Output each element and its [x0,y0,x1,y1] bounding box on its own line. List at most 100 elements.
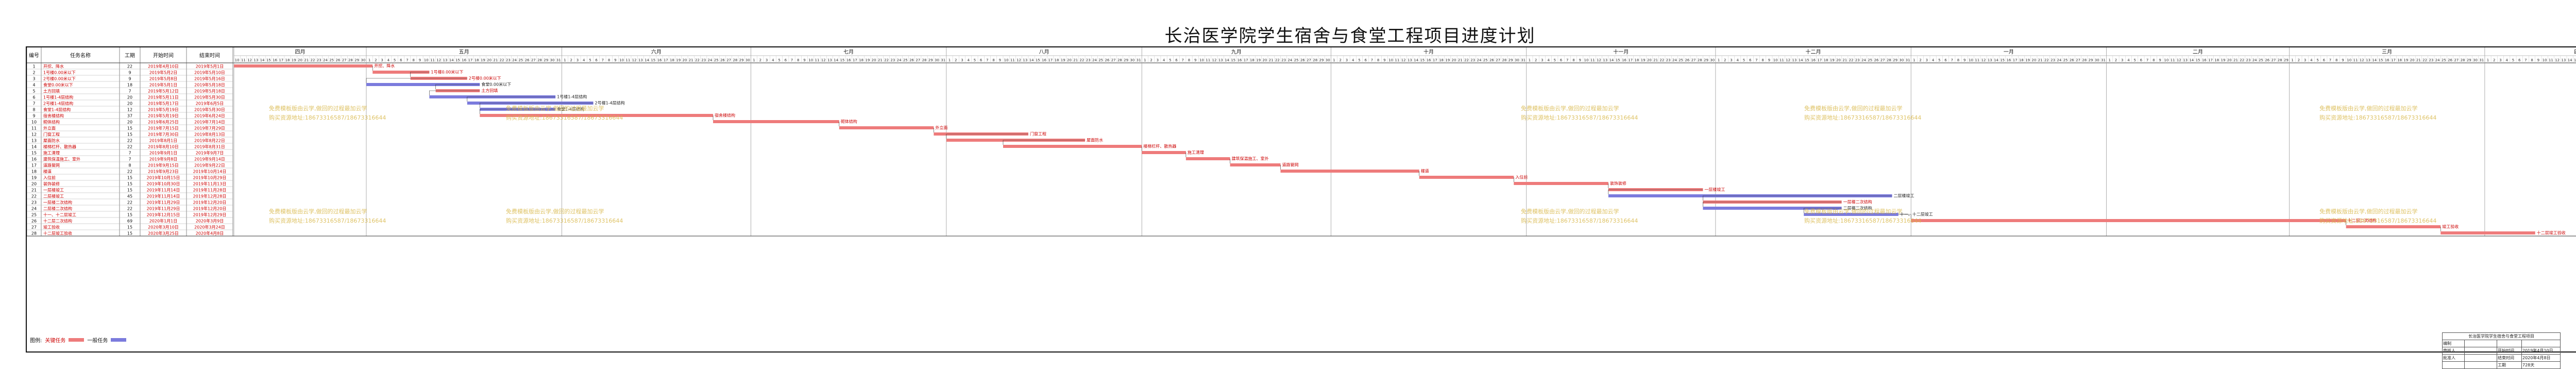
day-label: 13 [2183,58,2188,62]
table-cell: 14 [31,145,37,149]
dependency-line [946,133,1028,139]
day-label: 14 [1225,58,1229,62]
day-label: 24 [323,58,328,62]
table-cell: 28 [31,231,37,236]
day-label: 1 [2487,58,2489,62]
table-cell: 2019年9月7日 [196,150,224,156]
day-label: 22 [2422,58,2427,62]
day-label: 10 [1969,58,1973,62]
watermark-line: 购买资源地址:18673316587/18673316644 [506,114,623,121]
day-label: 22 [695,58,700,62]
table-cell: 7 [32,102,35,106]
day-label: 14 [1799,58,1803,62]
bar-label: 门窗工程 [1030,131,1046,137]
day-label: 26 [335,58,340,62]
table-cell: 2019年8月31日 [194,144,225,149]
day-label: 23 [1086,58,1091,62]
table-cell: 15 [127,188,132,193]
table-cell: 十二层二次结构 [43,219,72,224]
table-cell: 20 [127,95,132,100]
bar-label: 十二层二次结构 [2348,218,2377,223]
day-label: 4 [387,58,390,62]
info-cell [2497,340,2522,347]
bar-label: 2号楼0.00米以下 [469,76,501,81]
day-label: 26 [720,58,725,62]
table-cell: 2019年7月14日 [194,120,225,125]
table-cell: 2019年9月23日 [148,169,179,174]
day-label: 30 [1326,58,1330,62]
column-header: 任务名称 [70,52,91,59]
day-label: 16 [273,58,277,62]
task-bar [234,64,373,68]
watermark-line: 购买资源地址:18673316587/18673316644 [1521,217,1638,224]
day-label: 3 [381,58,383,62]
day-label: 18 [859,58,863,62]
day-label: 15 [266,58,271,62]
day-label: 10 [424,58,429,62]
day-label: 17 [1048,58,1053,62]
watermark-line: 免费模板版由云学,做回的过程最加云学 [269,208,367,215]
day-label: 17 [1817,58,1822,62]
table-cell: 2020年4月8日 [196,231,224,236]
day-label: 3 [1541,58,1543,62]
day-label: 19 [1445,58,1450,62]
day-label: 11 [2353,58,2358,62]
table-cell: 2019年4月10日 [148,64,179,69]
day-label: 22 [2044,58,2049,62]
day-label: 6 [1749,58,1752,62]
day-label: 1 [948,58,951,62]
day-label: 12 [2555,58,2560,62]
dependency-line [1003,140,1086,145]
table-cell: 2019年9月15日 [148,163,179,168]
day-label: 28 [1502,58,1506,62]
day-label: 14 [2189,58,2194,62]
day-label: 21 [2416,58,2421,62]
day-label: 23 [506,58,511,62]
table-cell: 2019年5月16日 [194,76,225,81]
day-label: 19 [1256,58,1261,62]
day-label: 22 [1464,58,1469,62]
day-label: 3 [577,58,579,62]
legend: 图例: 关键任务 一般任务 [30,336,127,344]
day-label: 8 [1761,58,1764,62]
month-label: 四月 [295,49,305,55]
day-label: 19 [2025,58,2030,62]
day-label: 5 [1554,58,1556,62]
day-label: 5 [2133,58,2136,62]
day-label: 8 [2153,58,2155,62]
watermark: 免费模板版由云学,做回的过程最加云学购买资源地址:18673316587/186… [269,104,386,123]
table-cell: 砌体结构 [43,120,60,125]
day-label: 13 [1218,58,1223,62]
day-label: 24 [1287,58,1292,62]
task-bar [1185,157,1230,160]
table-cell: 2019年12月29日 [193,212,227,217]
table-cell: 15 [127,132,132,137]
bar-label: 一层楼竣工 [1704,187,1725,192]
day-label: 8 [1188,58,1190,62]
day-label: 5 [974,58,976,62]
day-label: 28 [537,58,542,62]
day-label: 20 [872,58,876,62]
watermark: 免费模板版由云学,做回的过程最加云学购买资源地址:18673316587/186… [2319,207,2436,226]
day-label: 24 [2252,58,2257,62]
day-label: 10 [1773,58,1778,62]
table-cell: 16 [31,157,37,162]
table-cell: 2020年3月25日 [148,231,179,236]
day-label: 2 [759,58,761,62]
day-label: 21 [304,58,309,62]
day-label: 2 [1535,58,1537,62]
info-cell [2464,347,2497,355]
day-label: 9 [1194,58,1196,62]
day-label: 1 [2108,58,2110,62]
day-label: 15 [2196,58,2200,62]
day-label: 19 [2403,58,2408,62]
day-label: 16 [1427,58,1431,62]
day-label: 2 [2298,58,2300,62]
bar-label: 十一、十二层竣工 [1900,212,1933,217]
day-label: 21 [1269,58,1274,62]
day-label: 8 [413,58,415,62]
day-label: 16 [2202,58,2207,62]
bar-label: 2号楼1-4层结构 [595,100,625,106]
day-label: 15 [840,58,844,62]
